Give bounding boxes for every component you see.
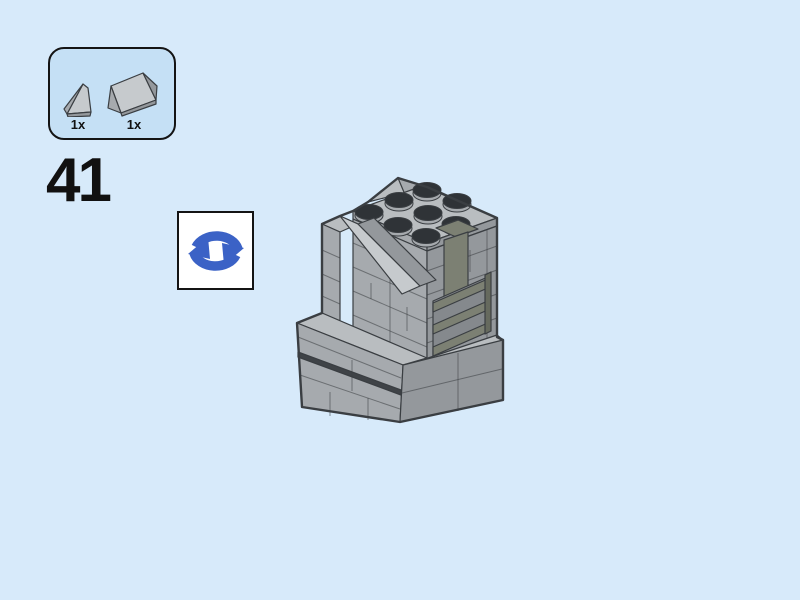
part-quantity-label: 1x [70, 116, 86, 132]
part-slope-1x1: 1x [62, 81, 94, 132]
part-quantity-label: 1x [126, 116, 142, 132]
part-slope-1x2: 1x [106, 71, 162, 132]
step-number: 41 [46, 146, 112, 215]
model-front-slopes [339, 215, 437, 295]
rotate-indicator [177, 211, 254, 290]
slope-1x1-grey-icon [63, 83, 92, 117]
slope-1x2-grey-icon [107, 72, 158, 117]
model-silhouette [295, 176, 505, 424]
rotate-arrows-icon [187, 230, 244, 271]
parts-callout-box: 1x 1x [48, 47, 176, 140]
model-illustration [295, 176, 505, 424]
model-tray-slot [432, 231, 492, 357]
